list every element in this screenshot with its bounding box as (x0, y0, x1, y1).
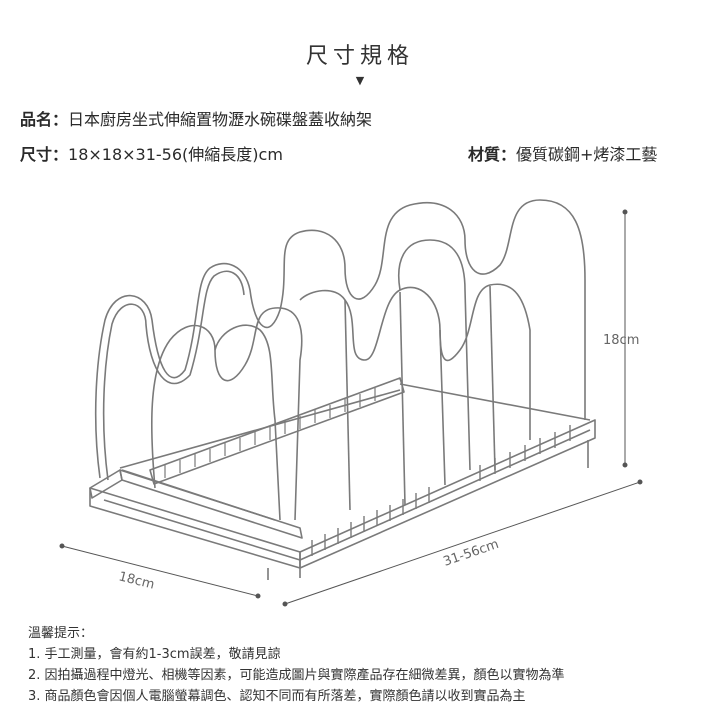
spec-name-label: 品名： (20, 110, 69, 129)
width-dimension-label: 18cm (117, 569, 156, 592)
length-dimension-label: 31-56cm (441, 537, 500, 570)
spec-product-name: 品名：日本廚房坐式伸縮置物瀝水碗碟盤蓋收納架 (20, 106, 372, 130)
spec-material: 材質：優質碳鋼+烤漆工藝 (468, 141, 657, 165)
notes-title: 溫馨提示： (28, 626, 94, 641)
section-title: 尺寸規格 (305, 44, 414, 69)
spec-material-value: 優質碳鋼+烤漆工藝 (516, 145, 658, 164)
spec-size-label: 尺寸： (20, 145, 69, 164)
spec-material-label: 材質： (468, 145, 517, 164)
spec-size: 尺寸：18×18×31-56(伸縮長度)cm (20, 141, 283, 165)
product-illustration: 18cm 31-56cm 18cm (59, 199, 643, 607)
note-item: 1. 手工測量，會有約1-3cm誤差，敬請見諒 (28, 647, 281, 662)
spec-size-value: 18×18×31-56(伸縮長度)cm (68, 145, 283, 164)
down-arrow-icon: ▼ (355, 74, 365, 87)
note-item: 2. 因拍攝過程中燈光、相機等因素，可能造成圖片與實際產品存在細微差異，顏色以實… (28, 668, 565, 683)
height-dimension-label: 18cm (603, 333, 639, 348)
length-dimension-line (284, 481, 641, 605)
spec-name-value: 日本廚房坐式伸縮置物瀝水碗碟盤蓋收納架 (68, 110, 373, 129)
dish-rack-drawing (89, 199, 596, 580)
note-item: 3. 商品顏色會因個人電腦螢幕調色、認知不同而有所落差，實際顏色請以收到實品為主 (28, 689, 526, 704)
width-dimension-line (61, 545, 259, 597)
notes-block: 溫馨提示： 1. 手工測量，會有約1-3cm誤差，敬請見諒 2. 因拍攝過程中燈… (28, 623, 565, 707)
